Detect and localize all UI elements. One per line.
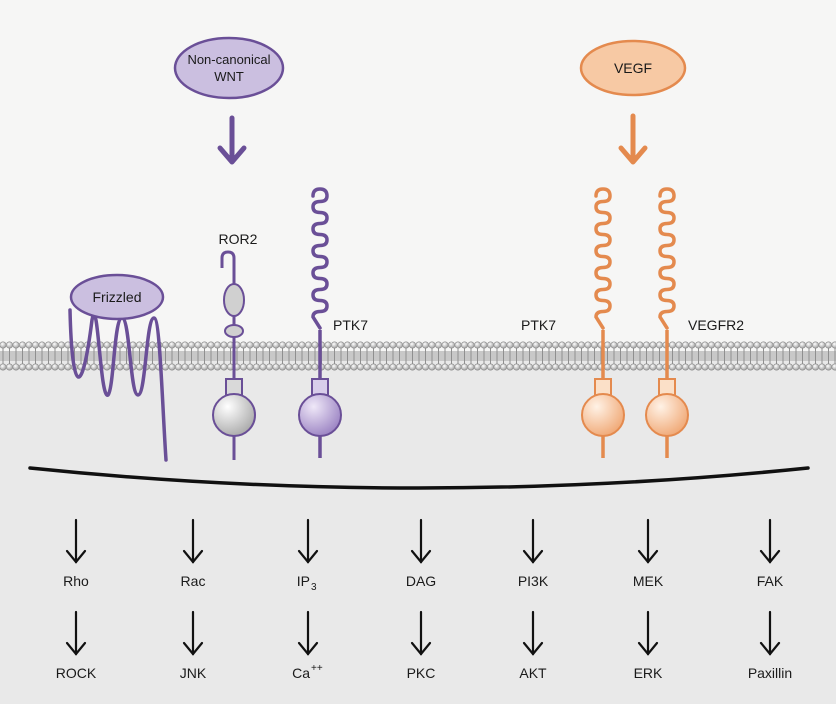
pathway-node-paxillin: Paxillin — [748, 665, 792, 681]
arrow-to-dag — [410, 518, 432, 564]
pathway-node-mek: MEK — [633, 573, 664, 589]
vegf-label: VEGF — [614, 60, 652, 76]
arrow-to-akt — [522, 610, 544, 656]
arrow-to-rock — [65, 610, 87, 656]
arrow-to-rac — [182, 518, 204, 564]
pathway-node-erk: ERK — [634, 665, 663, 681]
pathway-node-rock: ROCK — [56, 665, 97, 681]
arrow-to-ca — [297, 610, 319, 656]
arrow-to-fak — [759, 518, 781, 564]
pathway-node-pi3k: PI3K — [518, 573, 549, 589]
frizzled-label: Frizzled — [92, 289, 141, 305]
vegfr2-receptor: VEGFR2 — [645, 187, 744, 458]
frizzled-receptor: Frizzled — [68, 273, 168, 462]
pathway-node-jnk: JNK — [180, 665, 207, 681]
ptk7-right-receptor: PTK7 — [521, 187, 625, 458]
pathway-node-fak: FAK — [757, 573, 784, 589]
vegf-arrow — [618, 113, 648, 165]
ip3-subscript: 3 — [311, 582, 317, 593]
wnt-arrow — [217, 115, 247, 165]
pathway-node-rac: Rac — [181, 573, 206, 589]
arrow-to-erk — [637, 610, 659, 656]
vegf-ligand: VEGF — [579, 39, 687, 97]
pathway-node-rho: Rho — [63, 573, 89, 589]
ptk7-left-label: PTK7 — [333, 317, 368, 333]
cell-membrane — [0, 341, 836, 371]
wnt-label-line1: Non-canonical — [187, 52, 270, 67]
arrow-to-mek — [637, 518, 659, 564]
ptk7-left-receptor: PTK7 — [298, 187, 368, 458]
arrow-to-ip — [297, 518, 319, 564]
pathway-node-dag: DAG — [406, 573, 436, 589]
ptk7-right-label: PTK7 — [521, 317, 556, 333]
pathway-node-ip: IP — [297, 573, 310, 589]
arrow-to-rho — [65, 518, 87, 564]
cytoplasm — [0, 360, 836, 704]
arrow-to-paxillin — [759, 610, 781, 656]
arrow-to-jnk — [182, 610, 204, 656]
calcium-superscript: ++ — [311, 663, 323, 674]
arrow-to-pkc — [410, 610, 432, 656]
arrow-to-pi3k — [522, 518, 544, 564]
pathway-node-ca: Ca — [292, 665, 310, 681]
signaling-scaffold — [28, 466, 810, 490]
wnt-ligand: Non-canonical WNT — [173, 36, 285, 100]
ror2-label: ROR2 — [219, 231, 258, 247]
pathway-node-pkc: PKC — [407, 665, 436, 681]
ror2-receptor: ROR2 — [212, 231, 258, 460]
wnt-label-line2: WNT — [214, 69, 244, 84]
pathway-node-akt: AKT — [519, 665, 547, 681]
vegfr2-label: VEGFR2 — [688, 317, 744, 333]
